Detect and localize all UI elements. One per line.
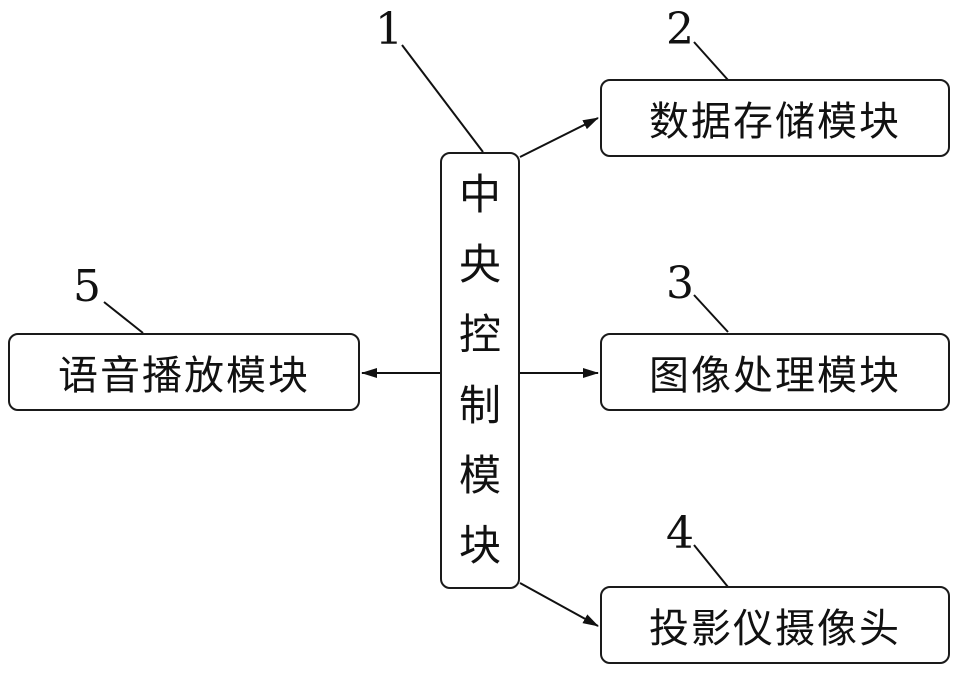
data-storage-module-box: 数据存储模块 xyxy=(600,79,950,157)
central-char: 制 xyxy=(459,385,501,427)
leader-line-3 xyxy=(694,295,728,332)
voice-playback-module-box: 语音播放模块 xyxy=(8,333,360,411)
module-label: 语音播放模块 xyxy=(58,343,310,401)
ref-number-1: 1 xyxy=(375,8,403,52)
image-processing-module-box: 图像处理模块 xyxy=(600,333,950,411)
leader-line-4 xyxy=(694,545,728,587)
central-char: 央 xyxy=(459,244,501,286)
central-char: 模 xyxy=(459,455,501,497)
central-char: 中 xyxy=(459,174,501,216)
module-label: 图像处理模块 xyxy=(649,343,901,401)
arrow-to-projector xyxy=(520,583,598,626)
leader-line-2 xyxy=(694,42,728,80)
ref-number-3: 3 xyxy=(666,262,694,306)
module-label: 投影仪摄像头 xyxy=(649,596,901,654)
leader-line-5 xyxy=(104,302,143,333)
central-control-module-box: 中 央 控 制 模 块 xyxy=(440,152,520,589)
central-char: 控 xyxy=(459,314,501,356)
central-char: 块 xyxy=(459,525,501,567)
ref-number-2: 2 xyxy=(666,8,694,52)
leader-line-1 xyxy=(402,45,483,152)
projector-camera-box: 投影仪摄像头 xyxy=(600,586,950,664)
module-label: 数据存储模块 xyxy=(649,89,901,147)
arrow-to-storage xyxy=(520,118,598,157)
ref-number-5: 5 xyxy=(73,265,101,309)
ref-number-4: 4 xyxy=(666,512,694,556)
